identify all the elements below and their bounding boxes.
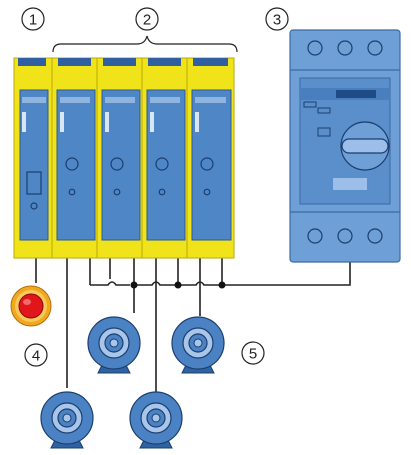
svg-text:1: 1 — [29, 12, 37, 29]
svg-text:5: 5 — [249, 346, 257, 363]
safety-relay-module-2b — [96, 57, 143, 259]
safety-relay-module-2a — [51, 57, 98, 259]
svg-text:2: 2 — [143, 12, 151, 29]
callout-3: 3 — [265, 7, 289, 31]
safety-relay-module-2d — [186, 57, 235, 259]
safety-relay-module-1 — [13, 57, 53, 259]
emergency-stop-button — [10, 285, 52, 327]
callout-1: 1 — [21, 7, 45, 31]
safety-relay-module-2c — [141, 57, 188, 259]
motor-3 — [40, 391, 94, 449]
callout-4: 4 — [24, 343, 48, 367]
wire-junctions — [130, 281, 226, 289]
svg-text:3: 3 — [273, 12, 281, 29]
callout-2: 2 — [135, 7, 159, 31]
motor-1 — [87, 316, 141, 374]
circuit-breaker — [289, 29, 401, 263]
group-bracket — [52, 35, 238, 53]
callout-5: 5 — [241, 341, 265, 365]
svg-text:4: 4 — [32, 348, 40, 365]
motor-4 — [129, 391, 183, 449]
motor-2 — [171, 316, 225, 374]
